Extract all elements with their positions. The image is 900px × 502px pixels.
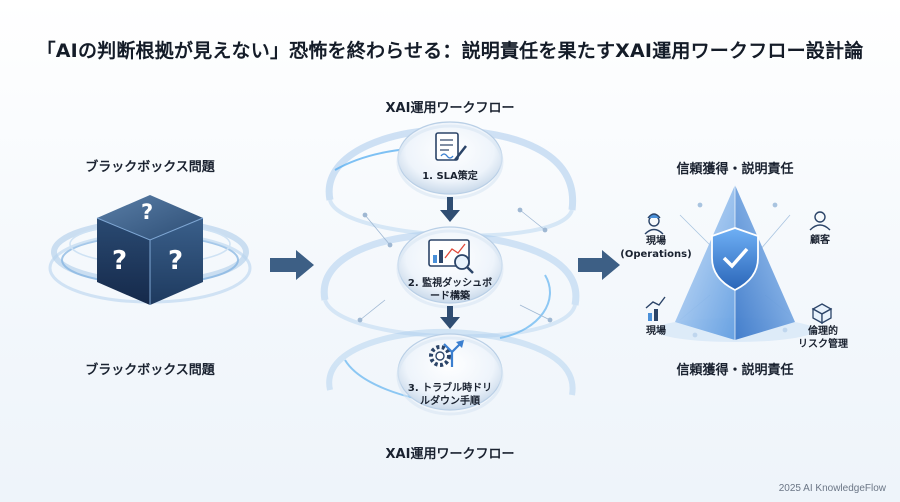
- step-2-label: 2. 監視ダッシュボード構築: [407, 278, 493, 302]
- network-lines: [357, 207, 553, 323]
- footer-credit: 2025 AI KnowledgeFlow: [778, 483, 886, 494]
- step-3-label: 3. トラブル時ドリルダウン手順: [407, 383, 493, 407]
- workflow-label-top: XAI運用ワークフロー: [385, 101, 515, 116]
- trust-pyramid: [655, 185, 815, 342]
- step-1-label: 1. SLA策定: [422, 171, 478, 182]
- stakeholder-operations: 現場(Operations): [620, 236, 692, 260]
- black-box-label-bottom: ブラックボックス問題: [85, 363, 215, 378]
- cube-question-left: ?: [112, 246, 128, 276]
- step-arrow-2-3: [440, 306, 460, 329]
- cube-question-right: ?: [168, 246, 184, 276]
- black-box-cube: [96, 195, 204, 305]
- cube-question-top: ?: [141, 200, 154, 224]
- worker-icon: [644, 213, 664, 235]
- monitoring-dashboard-icon: [428, 239, 474, 274]
- shield-check-icon: [711, 227, 759, 292]
- arrow-center-to-right: [578, 250, 620, 280]
- arrow-left-to-center: [270, 250, 314, 280]
- ethics-cube-icon: [811, 303, 833, 325]
- trust-label-bottom: 信頼獲得・説明責任: [676, 363, 794, 378]
- document-signature-icon: [435, 132, 467, 161]
- page-title: 「AIの判断根拠が見えない」恐怖を終わらせる：説明責任を果たすXAI運用ワークフ…: [36, 40, 864, 62]
- customer-icon: [809, 211, 831, 231]
- step-arrow-1-2: [440, 197, 460, 222]
- growth-chart-icon: [645, 296, 666, 321]
- step-disc-3: [396, 333, 504, 416]
- trust-label-top: 信頼獲得・説明責任: [676, 162, 794, 177]
- gear-drilldown-icon: [429, 340, 464, 367]
- stakeholder-ethics: 倫理的リスク管理: [798, 326, 848, 350]
- workflow-label-bottom: XAI運用ワークフロー: [385, 447, 515, 462]
- stakeholder-field: 現場: [646, 326, 666, 337]
- black-box-label-top: ブラックボックス問題: [85, 160, 215, 175]
- stakeholder-customer: 顧客: [810, 235, 830, 246]
